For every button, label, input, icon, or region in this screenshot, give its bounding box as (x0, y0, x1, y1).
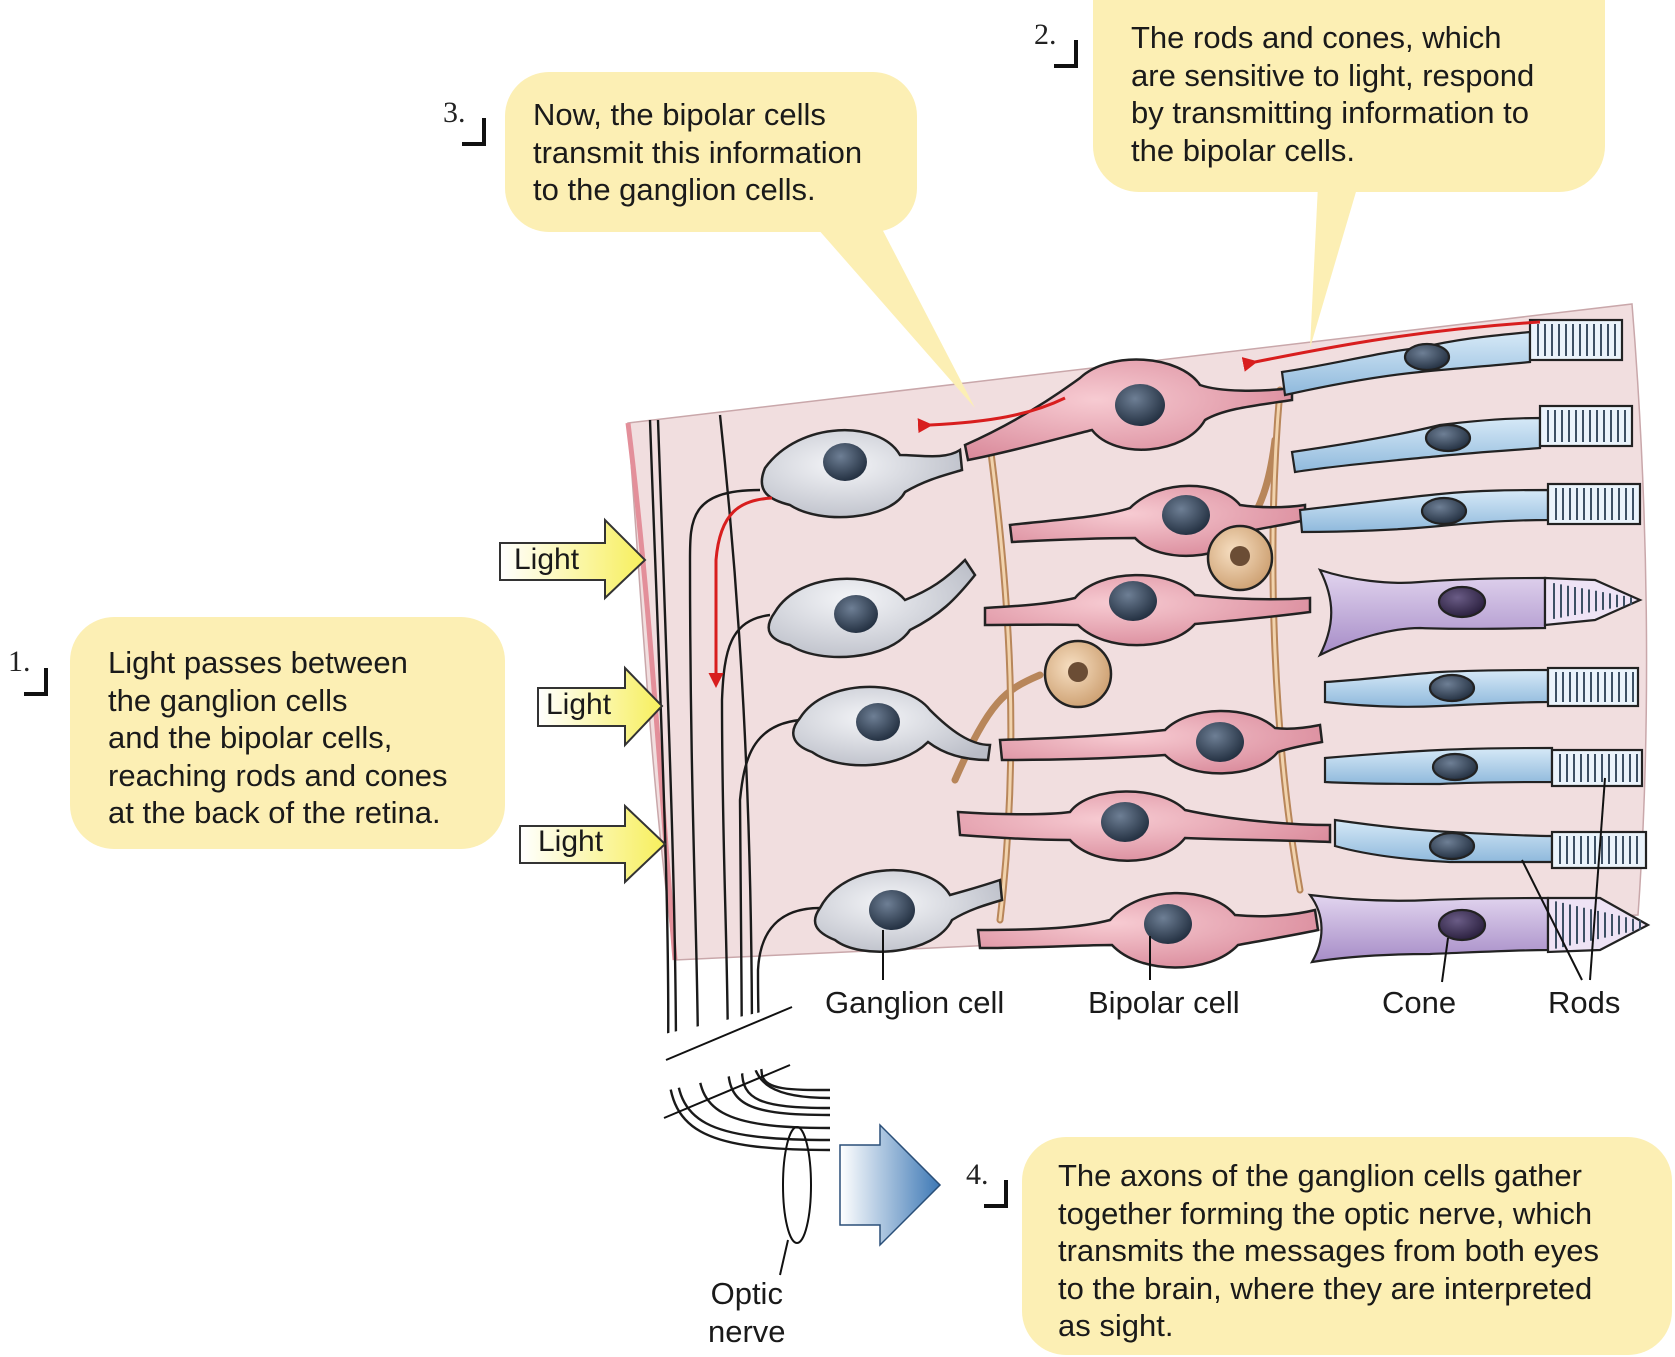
photoreceptors (1280, 318, 1651, 964)
optic-nerve-leader (779, 1239, 789, 1276)
step-1-number: 1. (8, 645, 31, 678)
bubble-tail-3 (810, 220, 975, 408)
step-3-marker (462, 118, 486, 146)
optic-nerve-label: Optic nerve (708, 1275, 786, 1351)
horizontal-cell (1206, 524, 1274, 592)
bipolar-cell-label: Bipolar cell (1088, 985, 1240, 1020)
bipolar-cell-6 (976, 891, 1320, 969)
ganglion-cell-3 (792, 685, 992, 767)
ganglion-cell-4 (813, 869, 1004, 953)
step-2-marker (1054, 40, 1078, 68)
step-4-line: transmits the messages from both eyes (1058, 1233, 1600, 1268)
retina-inner-surface (625, 422, 678, 961)
bubble-tail-2 (1310, 185, 1358, 348)
step-1-marker (24, 668, 48, 696)
step-4-line: to the brain, where they are interpreted (1058, 1270, 1593, 1306)
step-3-line: Now, the bipolar cells (533, 97, 826, 132)
step-4-line: The axons of the ganglion cells gather (1058, 1158, 1582, 1193)
ganglion-cells (760, 429, 1004, 953)
light-arrow-2 (537, 665, 664, 748)
light-arrow-3 (519, 803, 667, 885)
light-arrow-1 (499, 517, 647, 601)
nerve-break (660, 1005, 793, 1119)
signal-arrows (708, 320, 1541, 688)
step-2-line: by transmitting information to (1131, 95, 1530, 130)
step-2-line: are sensitive to light, respond (1131, 57, 1535, 93)
step-3-line: transmit this information (533, 134, 863, 170)
step-4-bubble: The axons of the ganglion cells gather t… (1022, 1137, 1672, 1355)
step-2-line: the bipolar cells. (1131, 132, 1356, 168)
step-1-line: reaching rods and cones (108, 757, 448, 793)
step-2-bubble: The rods and cones, which are sensitive … (1093, 0, 1605, 192)
step-1-line: Light passes between (108, 645, 408, 680)
step-1-line: the ganglion cells (108, 682, 348, 718)
step-1-bubble: Light passes between the ganglion cells … (70, 617, 505, 849)
step-4-number: 4. (966, 1158, 989, 1191)
step-2-line: The rods and cones, which (1131, 20, 1502, 55)
optic-nerve-ring (782, 1126, 812, 1244)
step-4-line: together forming the optic nerve, which (1058, 1195, 1593, 1231)
step-1-line: and the bipolar cells, (108, 720, 393, 755)
light-arrows (499, 517, 667, 885)
step-4-marker (984, 1180, 1008, 1208)
ganglion-cell-2 (767, 558, 977, 659)
bipolar-cell-5 (956, 790, 1332, 862)
ganglion-cell-1 (760, 429, 964, 519)
light-label-1: Light (514, 543, 580, 576)
light-label-2: Light (546, 688, 612, 721)
bipolar-cell-3 (983, 573, 1312, 647)
amacrine-cell (1043, 639, 1113, 709)
cone-2 (1307, 893, 1651, 964)
optic-nerve-label-line: Optic (710, 1276, 783, 1311)
label-leaders (882, 777, 1606, 983)
bipolar-cell-1 (963, 358, 1294, 462)
to-brain-arrow (839, 1123, 942, 1247)
rods-label: Rods (1548, 985, 1621, 1020)
step-3-bubble: Now, the bipolar cells transmit this inf… (505, 72, 917, 232)
step-3-number: 3. (443, 96, 466, 129)
light-label-3: Light (538, 825, 604, 858)
step-3-line: to the ganglion cells. (533, 172, 816, 207)
step-2-number: 2. (1034, 18, 1057, 51)
bipolar-cells (956, 358, 1332, 969)
bipolar-cell-4 (998, 709, 1324, 775)
step-4-line: as sight. (1058, 1308, 1174, 1343)
ganglion-cell-label: Ganglion cell (825, 985, 1005, 1020)
outer-segment-stripes (1537, 324, 1641, 949)
step-1-line: at the back of the retina. (108, 795, 441, 830)
optic-nerve-label-line: nerve (708, 1314, 786, 1349)
cone-label: Cone (1382, 985, 1457, 1020)
